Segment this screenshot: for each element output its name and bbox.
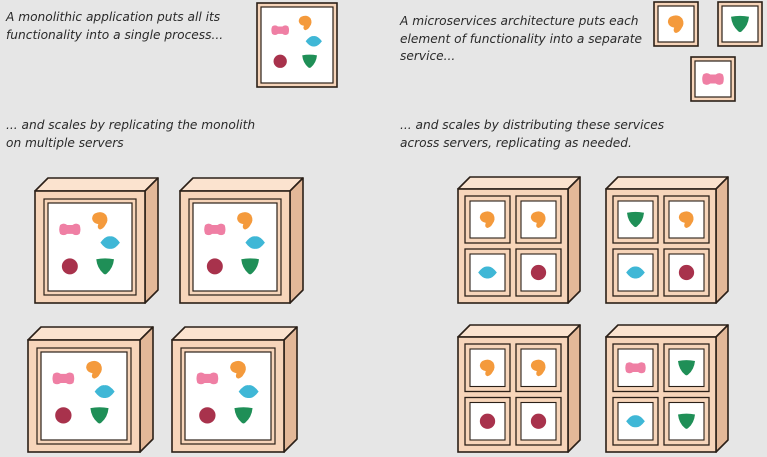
server-top [457,176,581,190]
green-shape-icon [90,407,109,424]
service-cell [464,195,511,244]
cyan-shape-icon [626,266,645,279]
cyan-shape-icon [100,236,120,249]
service-cell [612,343,659,393]
service-cell [612,248,659,297]
server-side [144,177,159,304]
pink-shape-icon [52,372,75,385]
monolith-server [171,326,298,453]
maroon-shape-icon [61,258,78,275]
microservices-scale-caption: ... and scales by distributing these ser… [400,118,665,150]
service-cell [515,396,562,446]
maroon-shape-icon [479,413,496,429]
microservices-intro-caption: A microservices architecture puts each e… [400,14,643,63]
monolith-intro-caption: A monolithic application puts all its fu… [6,10,224,42]
monolith-panel [184,351,272,441]
server-side [289,177,304,304]
monolith-server [27,326,154,453]
orange-shape-icon [92,212,108,230]
service-cell [464,248,511,297]
cyan-shape-icon [626,415,645,428]
service-pink [690,56,736,102]
service-orange [653,1,699,47]
orange-shape-icon [86,360,102,379]
orange-shape-icon [298,15,312,31]
pink-shape-icon [625,362,646,374]
service-cell [663,396,710,446]
server-side [567,324,581,453]
maroon-shape-icon [678,264,695,281]
service-cell [663,195,710,244]
orange-shape-icon [479,359,495,377]
pink-shape-icon [702,73,724,85]
service-cell [612,396,659,446]
server-top [457,324,581,338]
green-shape-icon [627,211,644,228]
microservice-server [457,324,581,453]
microservice-server [605,324,729,453]
server-side [283,326,298,453]
microservice-server [605,176,729,304]
server-top [34,177,159,192]
service-cell [663,343,710,393]
cyan-shape-icon [305,36,322,47]
green-shape-icon [678,360,695,376]
green-shape-icon [731,15,749,33]
green-shape-icon [234,407,253,424]
service-cell [464,396,511,446]
service-cell [515,248,562,297]
orange-shape-icon [479,211,495,228]
orange-shape-icon [678,211,694,228]
cyan-shape-icon [94,385,115,399]
pink-shape-icon [59,223,81,236]
maroon-shape-icon [55,407,72,424]
pink-shape-icon [271,25,290,36]
monolith-panel [40,351,128,441]
monolith-process [256,2,338,88]
server-top [179,177,304,192]
green-shape-icon [302,54,317,68]
monolith-panel [192,202,278,292]
server-side [567,176,581,304]
orange-shape-icon [237,212,253,230]
maroon-shape-icon [206,258,223,275]
service-green [717,1,763,47]
monolith-panel [47,202,133,292]
server-side [715,176,729,304]
service-cell [464,343,511,393]
orange-shape-icon [530,211,546,228]
server-top [605,324,729,338]
microservice-server [457,176,581,304]
service-cell [663,248,710,297]
maroon-shape-icon [273,54,287,68]
green-shape-icon [96,258,114,275]
monolith-server [179,177,304,304]
server-top [171,326,298,341]
pink-shape-icon [196,372,219,385]
cyan-shape-icon [238,385,259,399]
maroon-shape-icon [530,413,547,429]
green-shape-icon [678,413,695,429]
orange-shape-icon [667,15,684,33]
server-side [139,326,154,453]
server-top [27,326,154,341]
service-cell [612,195,659,244]
pink-shape-icon [204,223,226,236]
cyan-shape-icon [245,236,265,249]
service-cell [515,343,562,393]
service-cell [515,195,562,244]
orange-shape-icon [230,360,246,379]
cyan-shape-icon [478,266,497,279]
orange-shape-icon [530,359,546,377]
maroon-shape-icon [530,264,547,281]
green-shape-icon [241,258,259,275]
server-side [715,324,729,453]
monolith-server [34,177,159,304]
monolith-scale-caption: ... and scales by replicating the monoli… [6,118,256,150]
server-top [605,176,729,190]
maroon-shape-icon [199,407,216,424]
